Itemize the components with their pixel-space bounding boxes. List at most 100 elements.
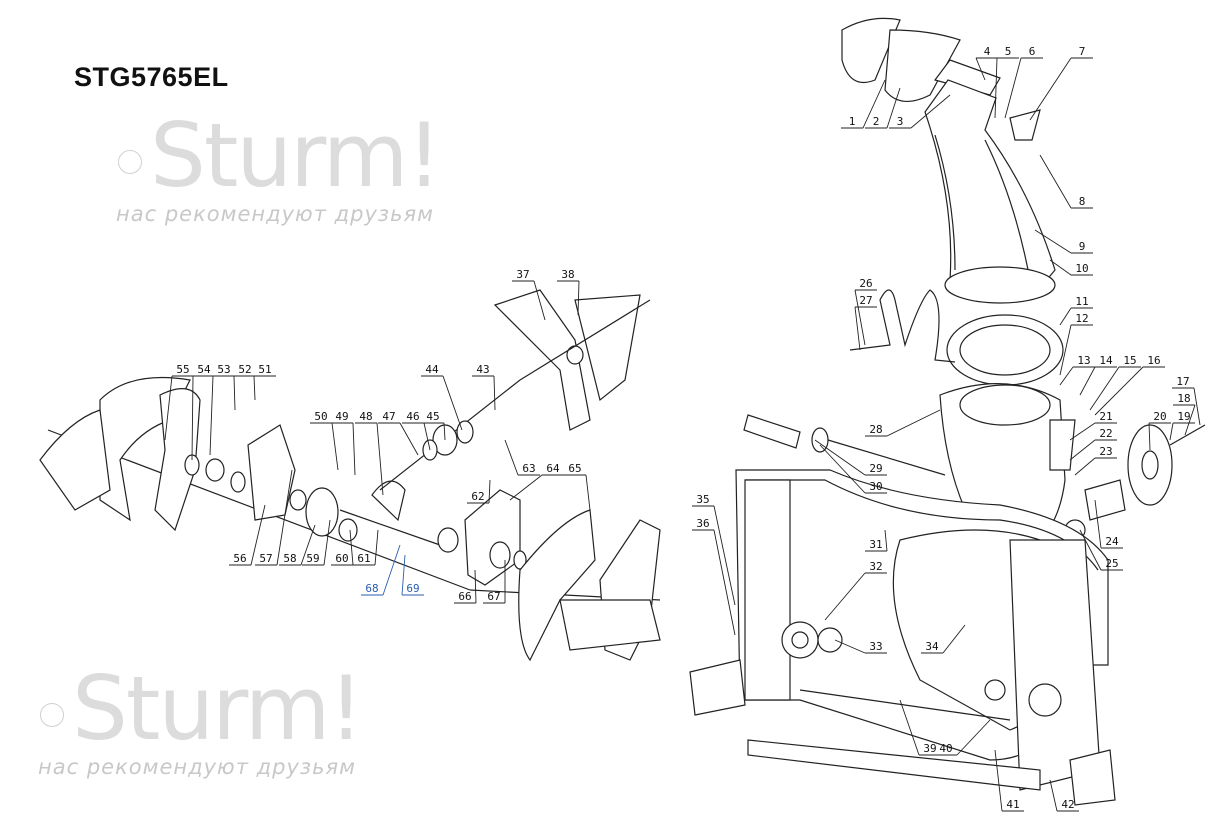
- callout-34: 34: [921, 624, 966, 654]
- leader-line: [1094, 499, 1123, 549]
- leader-line: [378, 422, 419, 456]
- skid-shoes: [689, 659, 1116, 806]
- part-number-label: 21: [1099, 410, 1112, 423]
- callout-53: 53: [209, 363, 235, 456]
- part-number-label: 29: [869, 462, 882, 475]
- part-number-label: 36: [696, 517, 709, 530]
- leader-line: [865, 87, 901, 129]
- pulley: [1064, 424, 1206, 541]
- leader-line: [1173, 404, 1196, 436]
- leader-line: [401, 554, 424, 596]
- part-number-label: 40: [939, 742, 952, 755]
- leader-line: [1094, 366, 1165, 416]
- part-number-label: 24: [1105, 535, 1119, 548]
- leader-line: [1059, 307, 1093, 326]
- callout-68: 68: [361, 544, 401, 596]
- callout-64: 64: [509, 462, 564, 501]
- callout-43: 43: [472, 363, 496, 411]
- leader-line: [191, 375, 215, 461]
- callout-2: 2: [865, 87, 901, 129]
- part-number-label: 69: [406, 582, 419, 595]
- callout-59: 59: [302, 519, 331, 566]
- callout-19: 19: [1169, 410, 1195, 441]
- part-number-label: 9: [1079, 240, 1086, 253]
- part-number-label: 18: [1177, 392, 1190, 405]
- part-number-label: 13: [1077, 354, 1090, 367]
- leader-line: [1079, 366, 1117, 396]
- part-number-label: 56: [233, 552, 246, 565]
- callout-29: 29: [814, 439, 887, 476]
- leader-line: [1004, 57, 1043, 119]
- callout-7: 7: [1029, 45, 1093, 121]
- callout-62: 62: [467, 479, 491, 504]
- callout-6: 6: [1004, 45, 1043, 119]
- leader-line: [854, 306, 877, 351]
- crank-rod: [849, 289, 956, 363]
- part-number-label: 42: [1061, 798, 1074, 811]
- part-number-label: 26: [859, 277, 872, 290]
- part-number-label: 50: [314, 410, 327, 423]
- part-number-label: 63: [522, 462, 535, 475]
- leader-line: [279, 524, 316, 566]
- leader-line: [994, 57, 1019, 119]
- part-number-label: 35: [696, 493, 709, 506]
- leader-line: [331, 422, 356, 476]
- leader-line: [454, 569, 477, 604]
- callout-3: 3: [889, 94, 951, 129]
- part-number-label: 25: [1105, 557, 1118, 570]
- leader-line: [402, 422, 431, 451]
- leader-line: [557, 280, 580, 316]
- callout-41: 41: [994, 749, 1024, 812]
- callout-31: 31: [865, 529, 888, 552]
- leader-line: [814, 439, 887, 476]
- part-number-label: 30: [869, 480, 882, 493]
- chute-deflector: [841, 17, 1001, 102]
- callout-8: 8: [1039, 154, 1093, 209]
- part-number-label: 62: [471, 490, 484, 503]
- leader-line: [1039, 154, 1093, 209]
- callout-58: 58: [279, 524, 316, 566]
- part-number-label: 22: [1099, 427, 1112, 440]
- part-number-label: 64: [546, 462, 560, 475]
- part-number-label: 38: [561, 268, 574, 281]
- part-number-label: 59: [306, 552, 319, 565]
- part-number-label: 41: [1006, 798, 1019, 811]
- part-number-label: 55: [176, 363, 189, 376]
- part-number-label: 6: [1029, 45, 1036, 58]
- part-number-label: 1: [849, 115, 856, 128]
- leader-line: [1069, 439, 1117, 461]
- callout-20: 20: [1148, 410, 1171, 451]
- leader-line: [889, 94, 951, 129]
- part-number-label: 52: [238, 363, 251, 376]
- part-number-label: 7: [1079, 45, 1086, 58]
- leader-line: [1059, 366, 1095, 386]
- part-number-label: 68: [365, 582, 378, 595]
- part-number-label: 4: [984, 45, 991, 58]
- part-number-label: 5: [1005, 45, 1012, 58]
- leader-line: [1172, 387, 1201, 426]
- leader-line: [1079, 529, 1123, 571]
- chute-base: [939, 383, 1076, 541]
- leader-line: [422, 422, 446, 441]
- part-number-label: 23: [1099, 445, 1112, 458]
- chute-ring: [946, 314, 1064, 386]
- part-number-label: 17: [1176, 375, 1189, 388]
- leader-line: [164, 375, 194, 441]
- leader-line: [921, 624, 966, 654]
- leader-line: [975, 57, 998, 81]
- leader-line: [824, 572, 887, 621]
- callout-44: 44: [421, 363, 463, 431]
- leader-line: [229, 504, 266, 566]
- model-title: STG5765EL: [74, 62, 229, 92]
- leader-line: [302, 519, 331, 566]
- leader-line: [512, 280, 546, 321]
- leader-line: [509, 474, 564, 501]
- part-number-label: 12: [1075, 312, 1088, 325]
- callout-45: 45: [422, 410, 446, 441]
- callout-18: 18: [1173, 392, 1196, 436]
- gearbox: [184, 379, 551, 586]
- leader-line: [1089, 366, 1141, 411]
- leader-line: [331, 529, 354, 566]
- callout-66: 66: [454, 569, 477, 604]
